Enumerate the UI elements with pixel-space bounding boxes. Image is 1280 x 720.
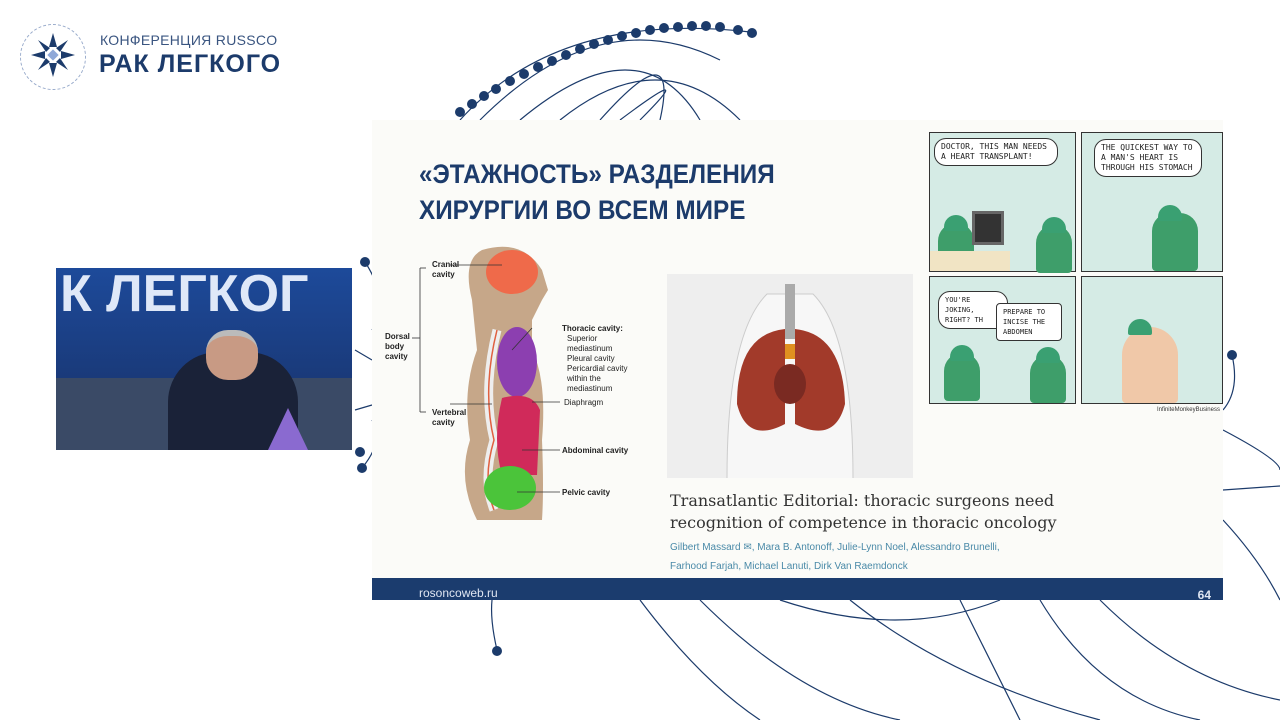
label-dorsal: Dorsal body cavity [385,332,410,361]
slide-footer: rosoncoweb.ru 64 [372,578,1223,602]
article-authors[interactable]: Gilbert Massard ✉, Mara B. Antonoff, Jul… [670,542,1000,572]
body-silhouette [412,246,560,520]
speaker-face [206,330,258,380]
lungs-illustration [667,274,913,479]
comic-panel-3: YOU'RE JOKING, RIGHT? TH PREPARE TO INCI… [929,276,1076,404]
comic-panel-1: DOCTOR, THIS MAN NEEDS A HEART TRANSPLAN… [929,132,1076,273]
video-backdrop-text: К ЛЕГКОГ [60,268,309,323]
footer-url[interactable]: rosoncoweb.ru [419,586,498,600]
label-pelvic: Pelvic cavity [562,488,611,497]
article-title: Transatlantic Editorial: thoracic surgeo… [670,491,1057,532]
label-diaphragm: Diaphragm [564,398,604,407]
conference-title: РАК ЛЕГКОГО [99,50,282,78]
label-vertebral: Vertebral cavity [432,408,467,427]
comic-panel-2: THE QUICKEST WAY TO A MAN'S HEART IS THR… [1081,132,1223,272]
speaker-video: К ЛЕГКОГ [56,268,352,450]
label-cranial: Cranial cavity [432,260,460,279]
body-cavities-diagram: Cranial cavity Dorsal body cavity Verteb… [382,240,642,525]
snowflake-logo-icon [31,33,75,77]
label-abdominal: Abdominal cavity [562,446,629,455]
conference-label: КОНФЕРЕНЦИЯ RUSSCO [100,32,278,48]
comic-panel-4: InfiniteMonkeyBusiness [1081,276,1223,413]
lungs-image [726,284,854,479]
russco-logo [20,24,86,90]
surgeon-comic-strip: DOCTOR, THIS MAN NEEDS A HEART TRANSPLAN… [928,132,1223,417]
label-thoracic: Thoracic cavity: Superior mediastinum Pl… [562,324,628,393]
page-number: 64 [1197,588,1211,602]
